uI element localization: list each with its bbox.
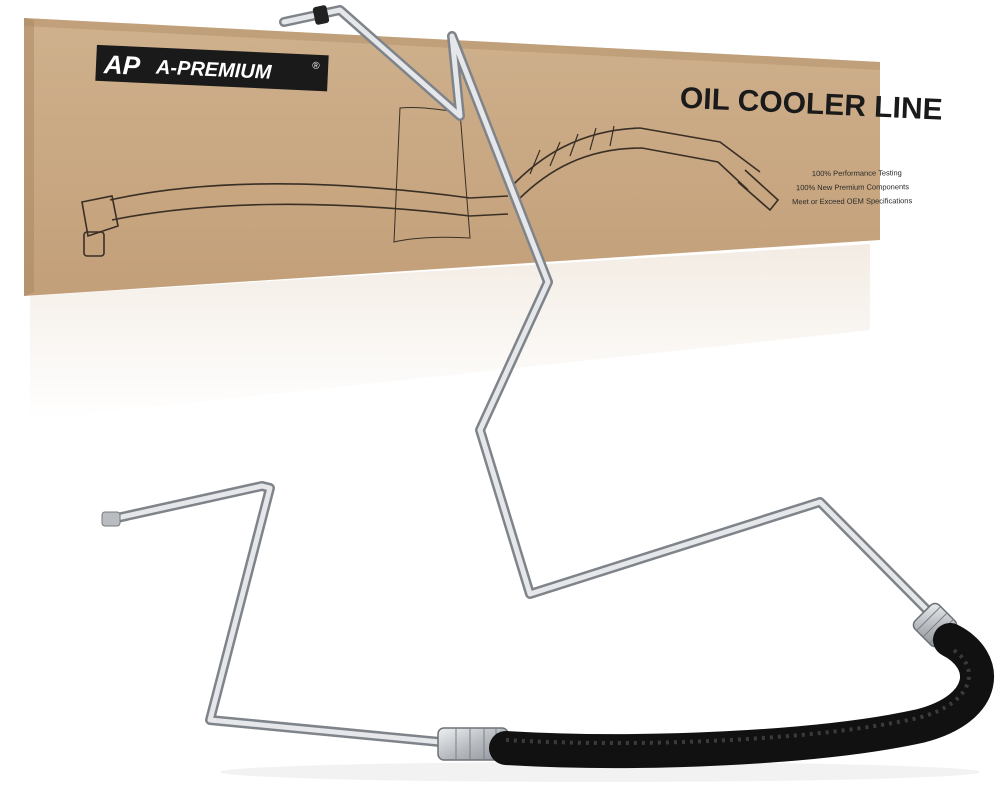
brand-name: A-PREMIUM — [154, 57, 273, 84]
tube-end-fitting-top — [312, 5, 330, 25]
oil-cooler-line — [101, 5, 994, 769]
feature-item-2: 100% New Premium Components — [796, 182, 909, 192]
metal-tube-lower — [103, 481, 445, 747]
box-illustration — [81, 107, 780, 257]
feature-list: 100% Performance Testing 100% New Premiu… — [792, 168, 912, 206]
box-front — [24, 18, 880, 296]
box-left-edge — [24, 18, 34, 296]
metal-tube-highlight — [281, 7, 938, 621]
registered-symbol: ® — [312, 61, 320, 72]
feature-item-3: Meet or Exceed OEM Specifications — [792, 196, 912, 206]
brand-mark: AP — [102, 49, 141, 81]
ground-shadow — [220, 762, 980, 782]
box-reflection — [30, 244, 870, 420]
metal-tube-lower-highlight — [105, 483, 443, 745]
brand-logo: AP A-PREMIUM ® — [95, 44, 329, 92]
brand-logo-plate — [95, 44, 329, 92]
tube-end-fitting-left — [101, 511, 121, 527]
feature-item-1: 100% Performance Testing — [812, 168, 902, 178]
rubber-hose — [489, 623, 994, 769]
rubber-hose-sheen — [505, 646, 971, 746]
